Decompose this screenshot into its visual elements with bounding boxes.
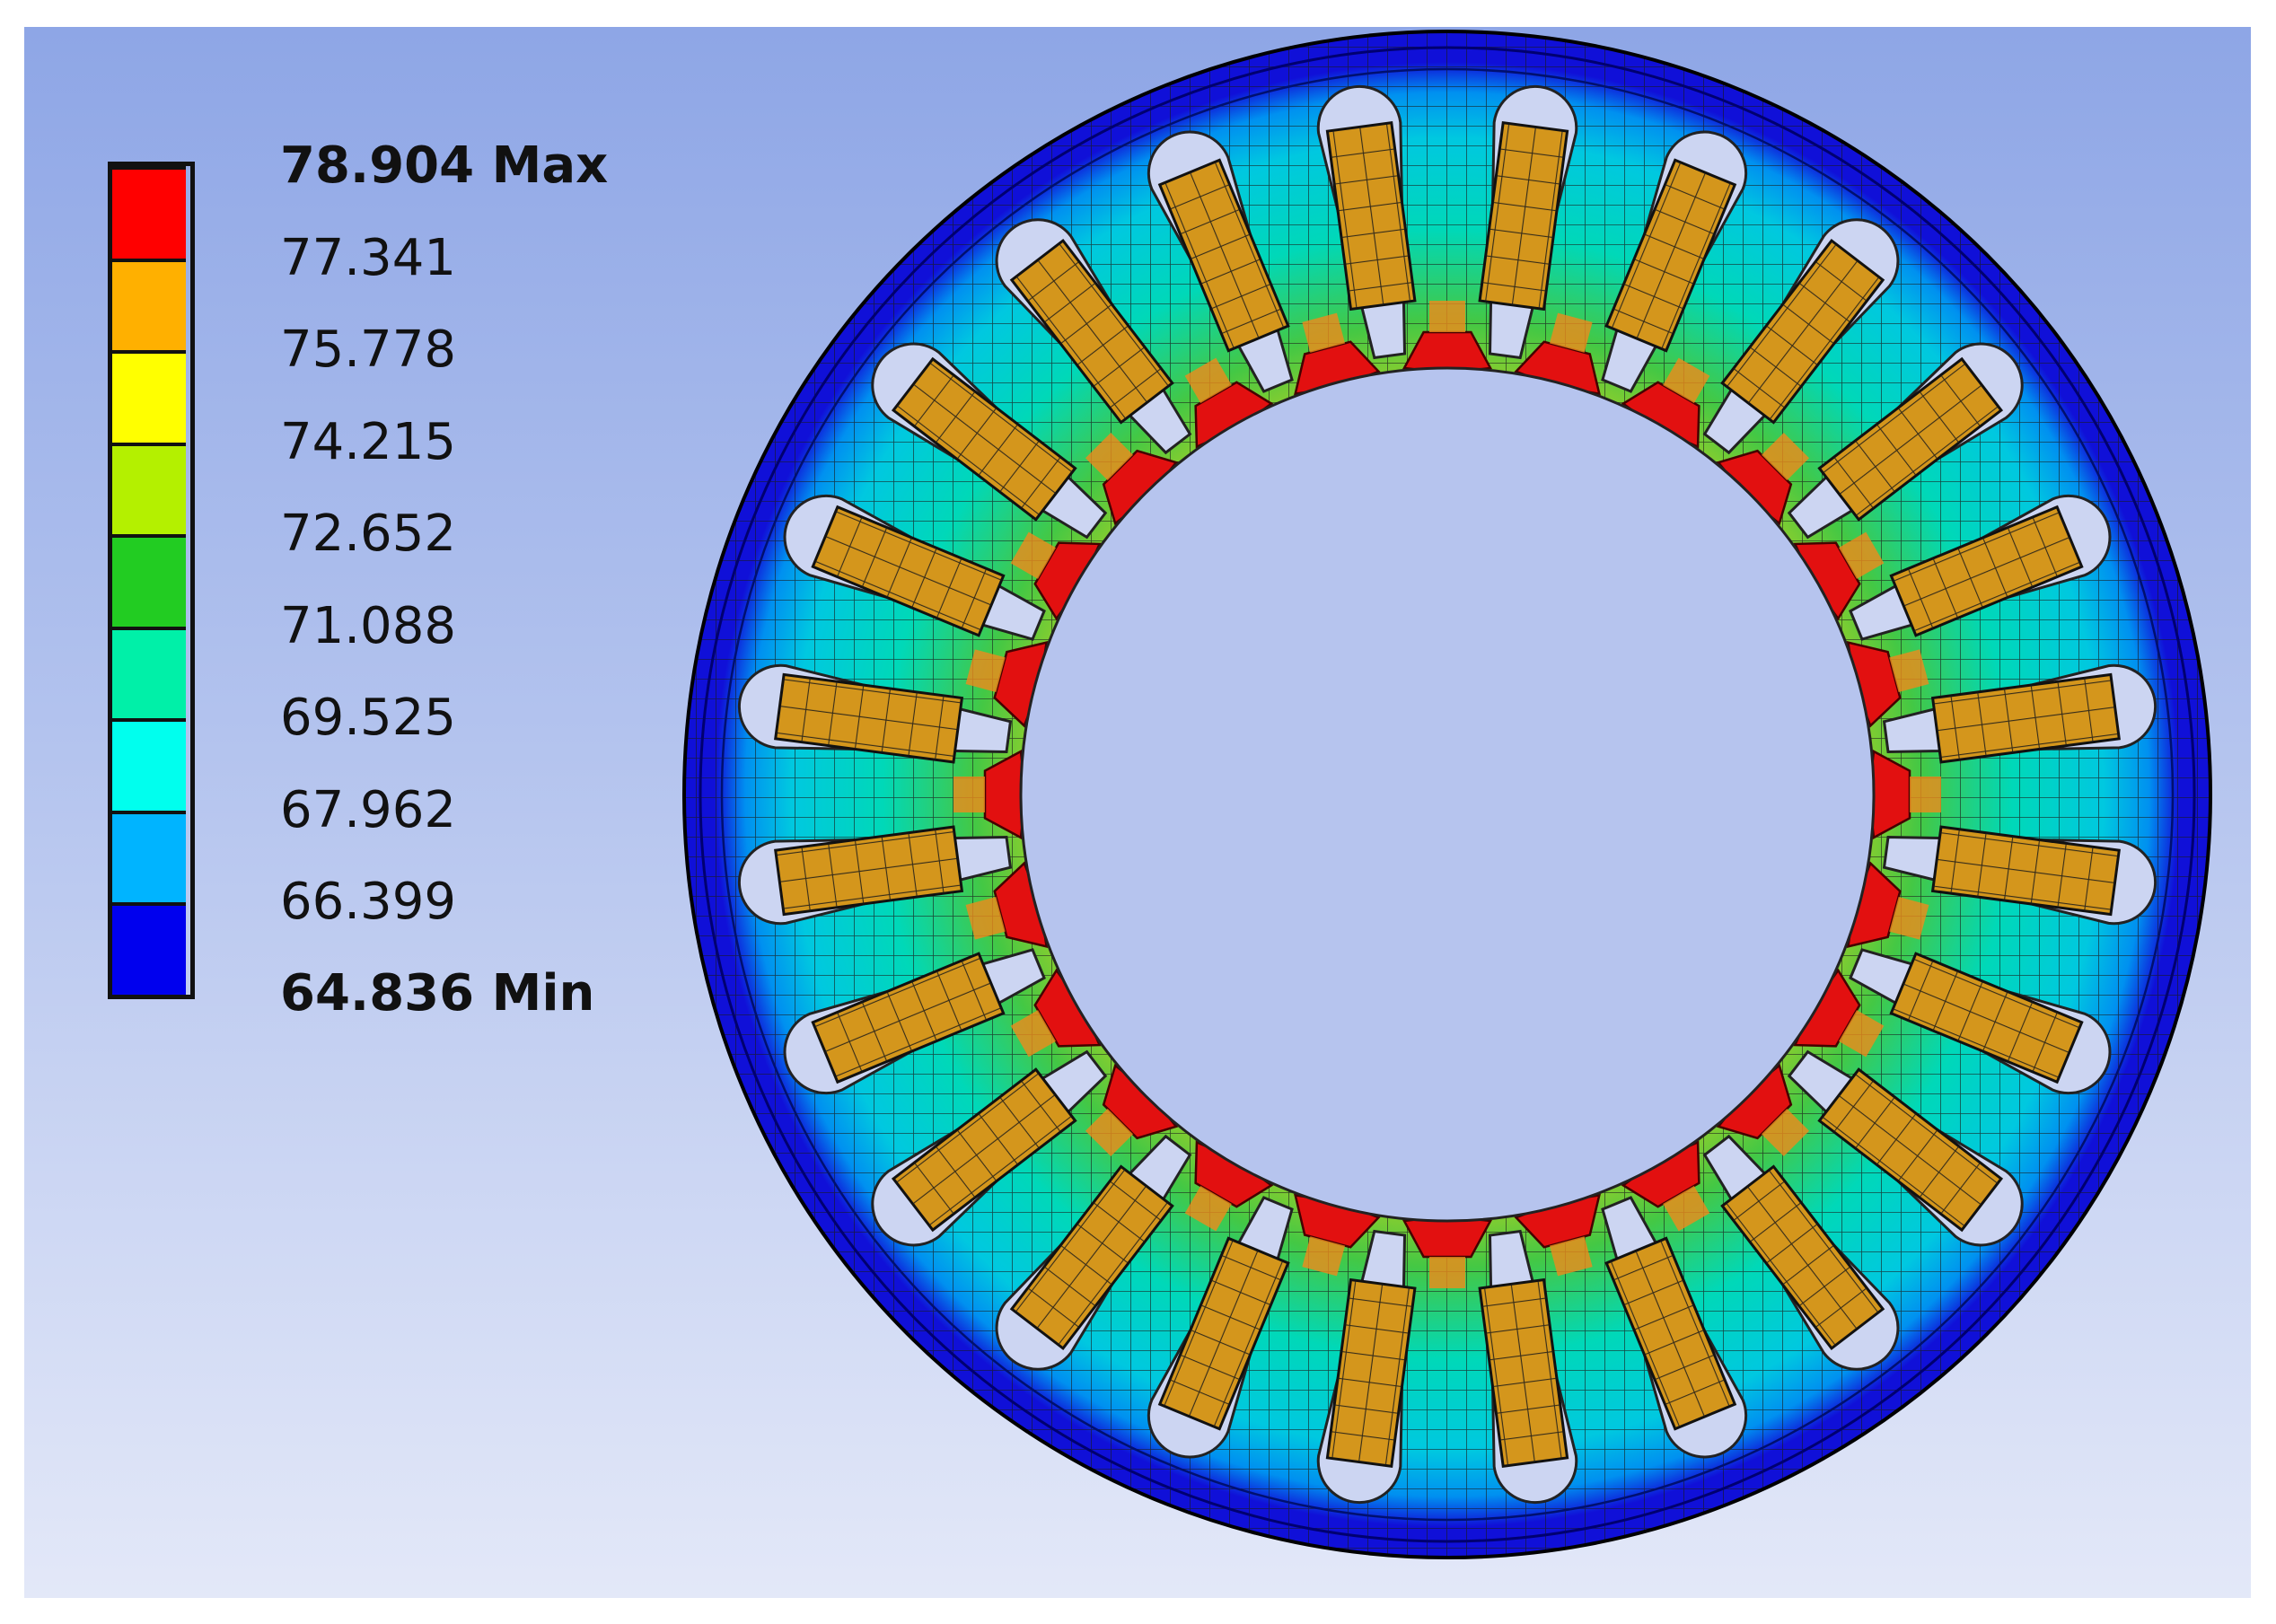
stator-slot xyxy=(871,1049,1108,1247)
yoke-ring-line xyxy=(720,67,2175,1522)
tooth-tip xyxy=(965,861,1049,948)
stator-slot xyxy=(1147,1196,1294,1459)
legend-tick-label: 71.088 xyxy=(280,596,456,655)
stator-outline xyxy=(682,30,2212,1559)
legend-tick-label: 72.652 xyxy=(280,505,456,563)
stator-slot xyxy=(783,948,1046,1095)
stator-slot xyxy=(1849,948,2112,1095)
stator-slot xyxy=(871,342,1108,540)
stator-contour-plot xyxy=(682,30,2212,1559)
legend-swatch xyxy=(112,350,186,443)
tooth-tip xyxy=(1184,357,1274,449)
stator-slot xyxy=(995,1134,1192,1371)
stator-slot xyxy=(1478,84,1578,360)
legend-swatch xyxy=(112,718,186,811)
color-legend: 78.904 Max 77.341 75.778 74.215 72.652 71.088… xyxy=(87,130,626,1021)
stator-slot xyxy=(783,494,1046,641)
legend-tick-label: 69.525 xyxy=(280,689,456,747)
tooth-tip xyxy=(1793,968,1885,1058)
legend-min-label: 64.836 Min xyxy=(280,964,595,1023)
stator-slot xyxy=(1601,130,1748,393)
yoke-ring-line xyxy=(699,46,2196,1543)
legend-swatch xyxy=(112,626,186,718)
legend-tick-label: 67.962 xyxy=(280,780,456,839)
stator-slot xyxy=(1787,342,2024,540)
tooth-tip xyxy=(1402,301,1492,373)
tooth-tip xyxy=(1184,1140,1274,1232)
stator-slot xyxy=(1849,494,2112,641)
stator-slot xyxy=(1882,663,2157,764)
legend-max-label: 78.904 Max xyxy=(280,136,609,195)
stator-slot xyxy=(1882,825,2157,926)
legend-tick-label: 77.341 xyxy=(280,228,456,287)
rotor-bore xyxy=(1019,366,1876,1223)
stator-slot xyxy=(1702,1134,1900,1371)
tooth-tip xyxy=(1793,531,1885,621)
stator-slot xyxy=(737,663,1013,764)
legend-swatch xyxy=(112,442,186,534)
stator-slot xyxy=(1147,130,1294,393)
stator-slot xyxy=(1787,1049,2024,1247)
stator-slot xyxy=(1316,84,1417,360)
stator-slot xyxy=(995,218,1192,455)
legend-swatch xyxy=(112,534,186,627)
stator-slot xyxy=(737,825,1013,926)
legend-swatch xyxy=(112,258,186,350)
stator-slot xyxy=(1702,218,1900,455)
legend-swatch xyxy=(112,902,186,995)
legend-tick-label: 74.215 xyxy=(280,412,456,471)
legend-tick-label: 66.399 xyxy=(280,873,456,931)
legend-swatch xyxy=(112,810,186,902)
stator-slot xyxy=(1478,1229,1578,1505)
stator-slot xyxy=(1601,1196,1748,1459)
stator-mesh xyxy=(682,30,2212,1559)
simulation-viewport[interactable]: 78.904 Max 77.341 75.778 74.215 72.652 71.088… xyxy=(24,27,2251,1598)
legend-swatch xyxy=(112,166,186,259)
legend-tick-label: 75.778 xyxy=(280,320,456,379)
stator-slot xyxy=(1316,1229,1417,1505)
